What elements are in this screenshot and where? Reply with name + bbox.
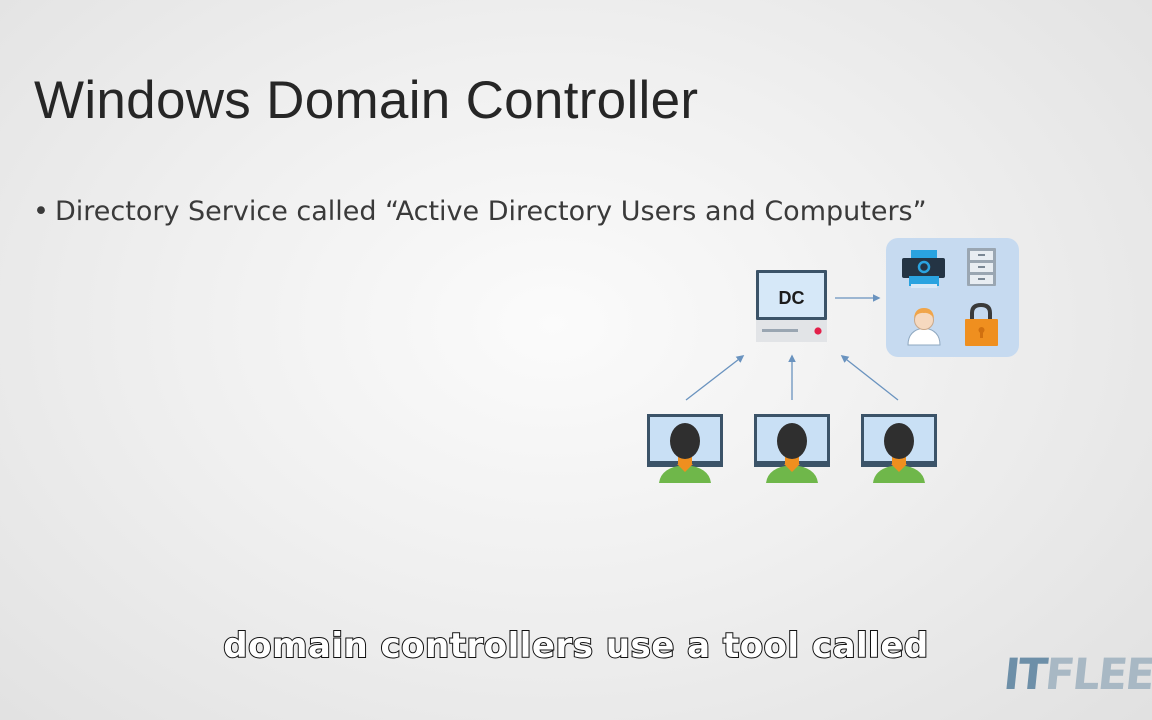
client-computer-3 (861, 414, 937, 483)
dc-server-icon: DC (756, 270, 827, 342)
bullet-text: Directory Service called “Active Directo… (55, 196, 927, 227)
lock-icon (965, 302, 998, 346)
bullet-item: •Directory Service called “Active Direct… (33, 196, 927, 227)
logo-part-it: IT (1001, 650, 1048, 700)
user-icon (907, 308, 941, 346)
watermark-logo: ITFLEE.c (1001, 650, 1152, 700)
logo-part-flee: FLEE (1042, 650, 1152, 700)
client3-to-dc-arrow (840, 355, 899, 401)
client-computer-1 (647, 414, 723, 483)
slide-title: Windows Domain Controller (34, 71, 699, 130)
resources-panel (886, 238, 1019, 357)
client1-to-dc-arrow (685, 355, 745, 401)
dc-label: DC (779, 288, 805, 308)
video-subtitle: domain controllers use a tool called (222, 625, 929, 667)
bullet-dot: • (33, 196, 49, 227)
file-cabinet-icon (967, 248, 996, 286)
client-computer-2 (754, 414, 830, 483)
printer-icon (902, 250, 945, 288)
